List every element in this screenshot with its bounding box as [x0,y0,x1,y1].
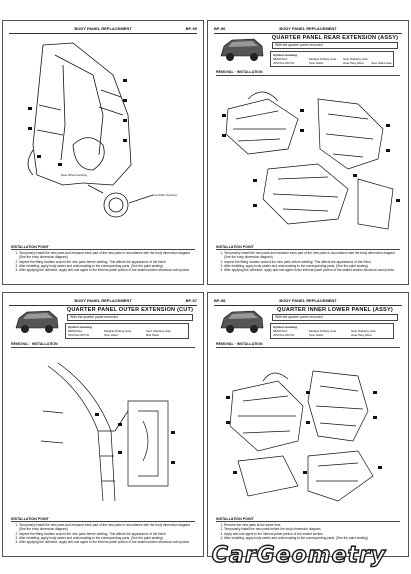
section-title: QUARTER PANEL REAR EXTENSION (ASSY) [271,35,399,41]
ip-heading: INSTALLATION POINT [11,245,195,251]
installation-point: INSTALLATION POINT Temporarily install t… [216,245,400,272]
section-label: REMOVAL · INSTALLATION [216,70,263,74]
ip-item: Temporarily install the new parts before… [224,527,400,531]
ip-item: After applying the adhesive, apply anti-… [224,268,400,272]
section-label: REMOVAL · INSTALLATION [216,342,263,346]
ip-item: Remove the new parts at the same time. [224,523,400,527]
page-header: BODY PANEL REPLACEMENT BP-55 [9,25,197,34]
page-header: BP-58 BODY PANEL REPLACEMENT [214,297,402,306]
page-header: BP-56 BODY PANEL REPLACEMENT [214,25,402,34]
symbol-table: Symbol meaning REMOVAL INSTALLATION Mult… [270,51,394,67]
caption-housing: Rear Wheel Housing [61,173,87,177]
header-title: BODY PANEL REPLACEMENT [74,26,132,31]
ip-item: Temporarily install the new parts and me… [19,251,195,259]
ip-heading: INSTALLATION POINT [216,245,400,251]
ip-item: Inspect the fitting location around the … [19,260,195,264]
divider [216,347,400,348]
rear-extension-diagram [222,91,400,230]
section-title: QUARTER PANEL OUTER EXTENSION (CUT) [66,307,194,313]
ip-item: After installing, apply body sealer and … [224,536,400,540]
page-number: BP-58 [214,298,226,303]
car-thumbnail [15,310,59,333]
ip-item: Apply anti-rust agent to the internal pa… [224,532,400,536]
installation-point: INSTALLATION POINT Temporarily install t… [11,245,195,272]
car-thumbnail [220,310,264,333]
car-thumbnail [220,38,264,61]
symbol-table: Symbol meaning REMOVAL INSTALLATION Mult… [65,323,189,339]
page-number: BP-55 [185,26,197,31]
installation-point: INSTALLATION POINT Temporarily install t… [11,517,195,544]
header-title: BODY PANEL REPLACEMENT [74,298,132,303]
section-subtitle: With the quarter panel removed. [272,42,398,49]
header-title: BODY PANEL REPLACEMENT [279,298,337,303]
symbol-table: Symbol meaning REMOVAL INSTALLATION Mult… [270,323,394,339]
body-pillar-diagram [27,42,154,218]
ip-item: Inspect the fitting location around the … [19,532,195,536]
installation-point: INSTALLATION POINT Remove the new parts … [216,517,400,540]
section-subtitle: With the quarter panel removed. [67,314,193,321]
caption-fuel: Fuel Filler Opening [153,193,177,197]
ip-item: Inspect the fitting location around the … [224,260,400,264]
ip-item: After installing, apply body sealer and … [19,264,195,268]
divider [216,75,400,76]
manual-page-bp55: BODY PANEL REPLACEMENT BP-55 Rear Wheel … [2,20,204,285]
ip-item: After applying the adhesive, apply anti-… [19,268,195,272]
inner-lower-panel-diagram [226,370,382,502]
section-subtitle: With the quarter panel removed. [272,314,398,321]
outer-extension-diagram [40,362,175,502]
page-header: BODY PANEL REPLACEMENT BP-57 [9,297,197,306]
ip-item: Temporarily install the new parts and me… [19,523,195,531]
header-title: BODY PANEL REPLACEMENT [279,26,337,31]
divider [11,347,195,348]
manual-page-bp56: BP-56 BODY PANEL REPLACEMENT QUARTER PAN… [207,20,409,285]
logo-text: CarGeometry [211,542,387,568]
ip-item: After applying the adhesive, apply anti-… [19,540,195,544]
section-title: QUARTER INNER LOWER PANEL (ASSY) [277,307,393,313]
ip-heading: INSTALLATION POINT [11,517,195,523]
page-number: BP-56 [214,26,226,31]
page-number: BP-57 [185,298,197,303]
ip-heading: INSTALLATION POINT [216,517,400,523]
section-label: REMOVAL · INSTALLATION [11,342,58,346]
cargeometry-logo: CarGeometry [196,541,402,571]
manual-page-bp58: BP-58 BODY PANEL REPLACEMENT QUARTER INN… [207,292,409,557]
ip-item: Temporarily install the new parts and me… [224,251,400,259]
ip-item: After installing, apply body sealer and … [224,264,400,268]
ip-item: After installing, apply body sealer and … [19,536,195,540]
manual-page-bp57: BODY PANEL REPLACEMENT BP-57 QUARTER PAN… [2,292,204,557]
